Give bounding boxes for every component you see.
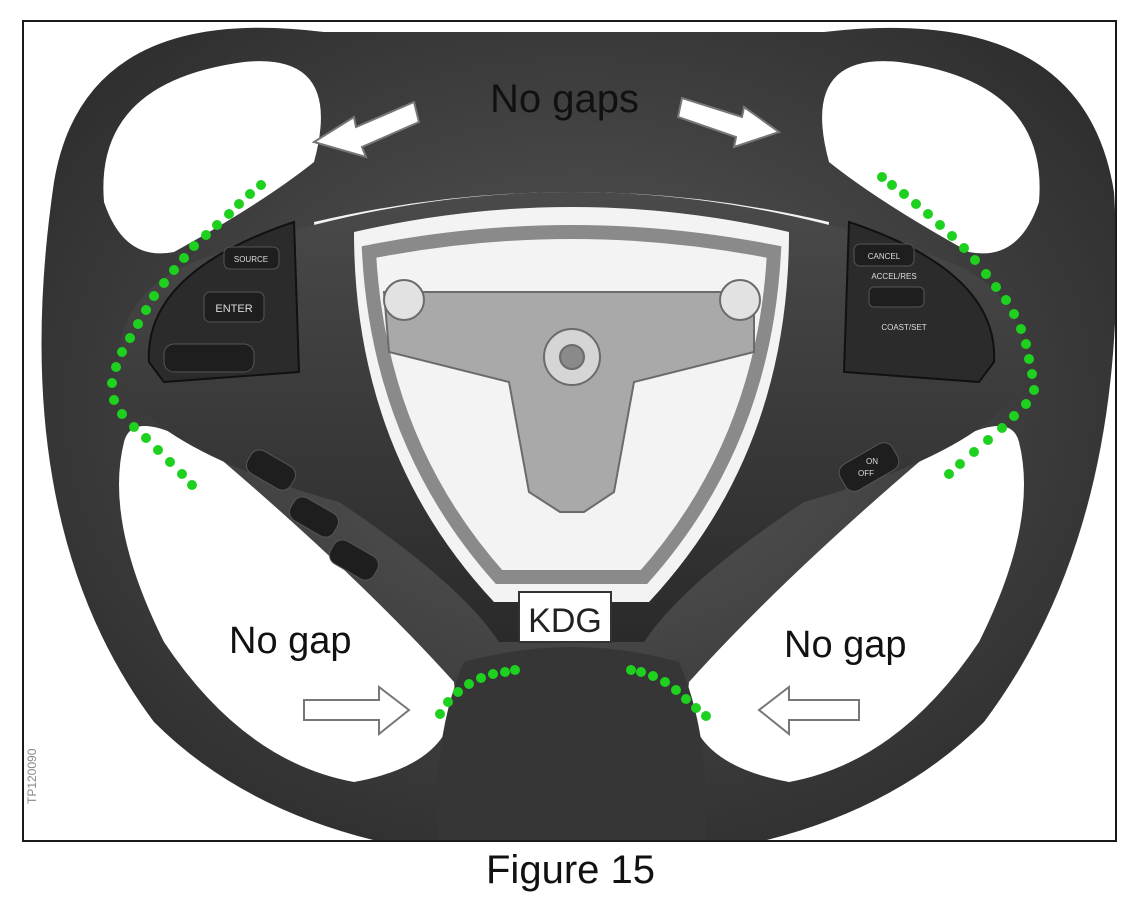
off-label: OFF	[858, 469, 874, 478]
rim-opening-bottom-left	[119, 426, 455, 782]
label-no-gap-left: No gap	[229, 620, 352, 662]
lower-hub	[436, 647, 707, 840]
left-spoke-buttons	[246, 449, 379, 581]
left-switch-pad: SOURCE ENTER	[147, 220, 301, 384]
kdg-badge	[518, 591, 612, 643]
label-no-gap-right: No gap	[784, 624, 907, 666]
airbag-bracket	[382, 279, 761, 513]
hub-bezel	[118, 192, 1025, 642]
arrow-bottom-left	[303, 684, 411, 737]
right-switch-pad: CANCEL ACCEL/RES COAST/SET	[842, 220, 996, 384]
figure-frame: SOURCE ENTER CANCEL ACCEL/RES COAST/SET …	[22, 20, 1117, 842]
enter-button-label: ENTER	[215, 303, 252, 315]
cancel-button-label: CANCEL	[868, 252, 901, 261]
on-label: ON	[866, 457, 878, 466]
airbag-mount-frame	[361, 225, 782, 584]
green-marker-dots-top-right	[877, 172, 1039, 479]
coast-set-label: COAST/SET	[881, 323, 926, 332]
source-button-label: SOURCE	[234, 255, 268, 264]
on-off-button: ON OFF	[838, 442, 900, 492]
rim-opening-top-right	[822, 61, 1040, 254]
part-number: TP120090	[25, 748, 39, 804]
green-marker-dots-bottom-left	[435, 665, 520, 719]
arrow-top-left	[311, 100, 421, 159]
rim-opening-bottom-right	[688, 426, 1024, 782]
green-marker-dots-bottom-right	[626, 665, 711, 721]
arrow-bottom-right	[757, 684, 860, 737]
kdg-badge-text: KDG	[528, 602, 602, 640]
green-marker-dots-top-left	[107, 180, 266, 490]
label-no-gaps-top: No gaps	[490, 77, 639, 121]
rim-opening-top-left	[103, 61, 321, 254]
accel-res-label: ACCEL/RES	[871, 272, 916, 281]
steering-wheel-illustration: SOURCE ENTER CANCEL ACCEL/RES COAST/SET …	[25, 27, 1115, 840]
figure-caption: Figure 15	[486, 848, 655, 892]
arrow-top-right	[676, 96, 782, 149]
